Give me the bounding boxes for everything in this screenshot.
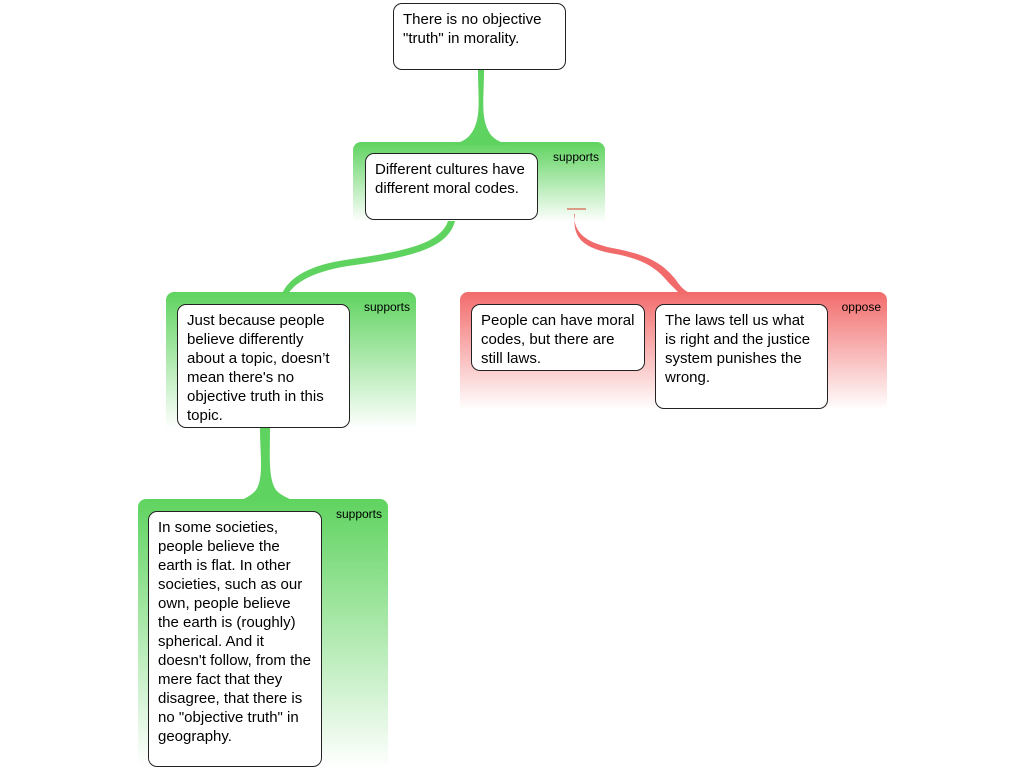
connector-believe-to-earth <box>240 428 294 501</box>
supports-label: supports <box>335 507 382 521</box>
supports-label: supports <box>552 150 599 164</box>
justice-node[interactable]: The laws tell us what is right and the j… <box>655 304 828 409</box>
laws-node[interactable]: People can have moral codes, but there a… <box>471 304 645 371</box>
connector-cultures-to-laws <box>574 214 692 294</box>
oppose-label: oppose <box>841 300 881 314</box>
root-claim-node[interactable]: There is no objective "truth" in moralit… <box>393 3 566 70</box>
cultures-node[interactable]: Different cultures have different moral … <box>365 153 538 220</box>
earth-node[interactable]: In some societies, people believe the ea… <box>148 511 322 767</box>
connector-cultures-to-believe <box>282 221 455 294</box>
believe-node[interactable]: Just because people believe differently … <box>177 304 350 428</box>
connector-root-to-cultures <box>452 70 510 145</box>
supports-label: supports <box>363 300 410 314</box>
